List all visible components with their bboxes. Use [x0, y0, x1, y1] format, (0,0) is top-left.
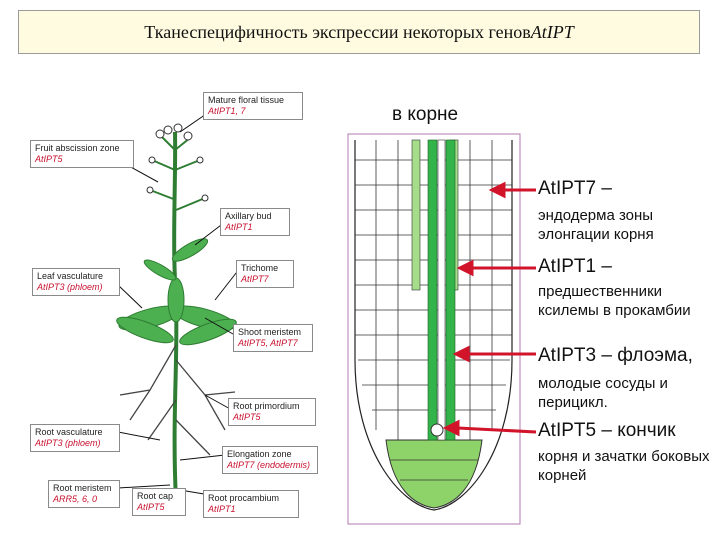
callout-gene: AtIPT3 (phloem) — [37, 282, 103, 292]
gene-desc-ipt5: корня и зачатки боковых корней — [538, 448, 710, 484]
callout-tissue: Trichome — [241, 263, 279, 273]
rosette-leaves — [116, 238, 237, 346]
callout-root-meristem: Root meristem ARR5, 6, 0 — [48, 480, 120, 508]
callout-tissue: Elongation zone — [227, 449, 292, 459]
callout-tissue: Root cap — [137, 491, 174, 501]
callout-trichome: Trichome AtIPT7 — [236, 260, 294, 288]
callout-elongation-zone: Elongation zone AtIPT7 (endodermis) — [222, 446, 318, 474]
callout-tissue: Fruit abscission zone — [35, 143, 120, 153]
quiescent-centre — [430, 423, 444, 437]
callout-mature-floral: Mature floral tissue AtIPT1, 7 — [203, 92, 303, 120]
endodermis-strand — [411, 139, 421, 291]
callout-tissue: Axillary bud — [225, 211, 272, 221]
root-tip-region — [385, 439, 483, 509]
callout-gene: AtIPT5 — [137, 502, 165, 512]
callout-tissue: Root procambium — [208, 493, 280, 503]
vascular-strand-right — [445, 139, 456, 441]
root-diagram — [347, 133, 521, 525]
callout-gene: AtIPT1 — [225, 222, 253, 232]
gene-label-ipt3: AtIPT3 – флоэма, — [538, 345, 693, 366]
callout-tissue: Root vasculature — [35, 427, 103, 437]
callout-fruit-abscission: Fruit abscission zone AtIPT5 — [30, 140, 134, 168]
callout-tissue: Shoot meristem — [238, 327, 302, 337]
title-gene: AtIPT — [530, 21, 574, 42]
gene-desc-ipt7: эндодерма зоны элонгации корня — [538, 207, 654, 243]
callout-gene: ARR5, 6, 0 — [53, 494, 98, 504]
callout-tissue: Root meristem — [53, 483, 112, 493]
root-heading: в корне — [392, 104, 459, 125]
gene-label-ipt7: AtIPT7 – — [538, 178, 612, 199]
callout-gene: AtIPT7 — [241, 274, 269, 284]
callout-shoot-meristem: Shoot meristem AtIPT5, AtIPT7 — [233, 324, 313, 352]
callout-root-procambium: Root procambium AtIPT1 — [203, 490, 299, 518]
flower-cluster — [146, 123, 209, 202]
callout-gene: AtIPT7 (endodermis) — [227, 460, 311, 470]
callout-tissue: Mature floral tissue — [208, 95, 285, 105]
gene-desc-ipt1: предшественники ксилемы в прокамбии — [538, 283, 691, 319]
plant-roots — [119, 344, 236, 456]
gene-desc-ipt3: молодые сосуды и перицикл. — [538, 375, 668, 411]
callout-axillary-bud: Axillary bud AtIPT1 — [220, 208, 290, 236]
callout-gene: AtIPT1, 7 — [208, 106, 246, 116]
callout-tissue: Root primordium — [233, 401, 300, 411]
slide-title: Тканеспецифичность экспрессии некоторых … — [18, 10, 700, 54]
callout-root-cap: Root cap AtIPT5 — [132, 488, 186, 516]
callout-gene: AtIPT5 — [233, 412, 261, 422]
callout-root-primordium: Root primordium AtIPT5 — [228, 398, 316, 426]
callout-gene: AtIPT5 — [35, 154, 63, 164]
gene-arrows — [442, 181, 537, 437]
callout-root-vasculature: Root vasculature AtIPT3 (phloem) — [30, 424, 120, 452]
callout-gene: AtIPT3 (phloem) — [35, 438, 101, 448]
callout-leaf-vasculature: Leaf vasculature AtIPT3 (phloem) — [32, 268, 120, 296]
callout-gene: AtIPT5, AtIPT7 — [238, 338, 298, 348]
callout-tissue: Leaf vasculature — [37, 271, 104, 281]
title-text: Тканеспецифичность экспрессии некоторых … — [144, 21, 531, 42]
vascular-strand-left — [427, 139, 438, 441]
gene-label-ipt5: AtIPT5 – кончик — [538, 420, 676, 441]
callout-gene: AtIPT1 — [208, 504, 236, 514]
gene-label-ipt1: AtIPT1 – — [538, 256, 612, 277]
